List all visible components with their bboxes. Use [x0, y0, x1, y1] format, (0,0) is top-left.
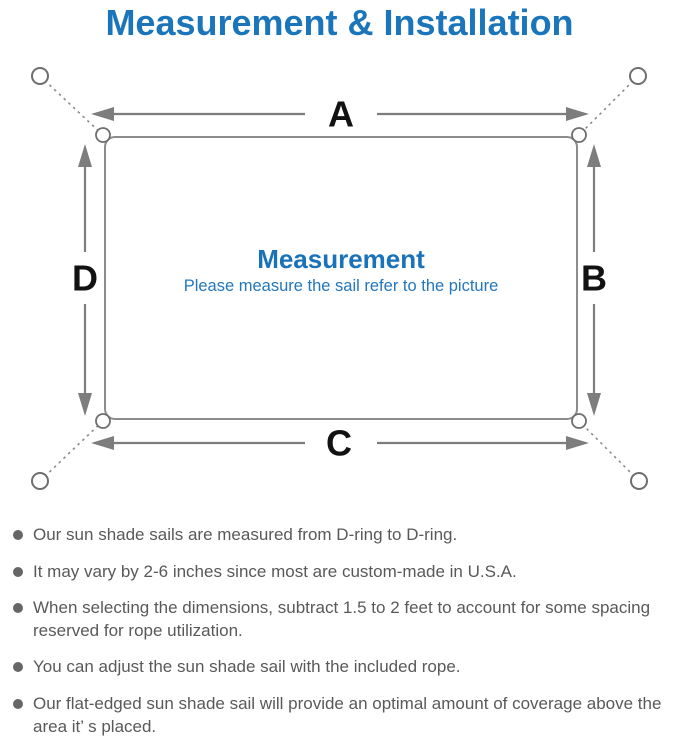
measurement-diagram-canvas: A C D B [31, 67, 648, 490]
arrowhead-left-icon [91, 107, 114, 121]
bullet-dot-icon [13, 662, 23, 673]
bullet-dot-icon [13, 699, 23, 710]
sail-center-title: Measurement [257, 244, 425, 274]
anchor-circle-top-left [31, 67, 49, 85]
note-text: It may vary by 2-6 inches since most are… [33, 561, 517, 581]
sail-center-subtitle: Please measure the sail refer to the pic… [184, 277, 499, 295]
anchor-circle-bottom-right [630, 472, 648, 490]
arrowhead-right-icon [566, 436, 589, 450]
rope-line-bottom-left [39, 418, 106, 482]
arrowhead-down-icon [78, 393, 92, 416]
sail-rectangle [104, 136, 578, 420]
d-ring-bottom-right [571, 413, 587, 429]
rope-dashed-lines [39, 75, 640, 482]
list-item: Our flat-edged sun shade sail will provi… [13, 693, 665, 738]
dimension-label-a: A [328, 94, 354, 135]
dimension-label-c: C [326, 423, 352, 464]
notes-list: Our sun shade sails are measured from D-… [0, 524, 679, 739]
corner-d-rings [95, 127, 587, 429]
list-item: When selecting the dimensions, subtract … [13, 597, 665, 642]
dimension-label-d: D [72, 258, 98, 299]
arrowhead-down-icon [587, 393, 601, 416]
bullet-dot-icon [13, 603, 23, 614]
d-ring-bottom-left [95, 413, 111, 429]
measurement-diagram: A C D B [0, 58, 679, 520]
list-item: Our sun shade sails are measured from D-… [13, 524, 665, 547]
note-text: Our sun shade sails are measured from D-… [33, 525, 458, 544]
arrowhead-left-icon [91, 436, 114, 450]
list-item: You can adjust the sun shade sail with t… [13, 656, 665, 679]
arrowhead-up-icon [587, 144, 601, 167]
d-ring-top-right [571, 127, 587, 143]
bullet-dot-icon [13, 530, 23, 540]
anchor-circles [31, 67, 648, 490]
page-title: Measurement & Installation [105, 2, 574, 43]
anchor-circle-bottom-left [31, 472, 49, 490]
note-text: You can adjust the sun shade sail with t… [33, 657, 461, 677]
dimension-label-b: B [581, 258, 607, 299]
rope-line-top-left [39, 75, 106, 138]
rope-line-bottom-right [576, 418, 640, 482]
note-text: Our flat-edged sun shade sail will provi… [33, 694, 662, 736]
d-ring-top-left [95, 127, 111, 143]
anchor-circle-top-right [629, 67, 647, 85]
rope-line-top-right [576, 75, 639, 138]
note-text: When selecting the dimensions, subtract … [33, 598, 651, 640]
arrowhead-up-icon [78, 144, 92, 167]
list-item: It may vary by 2-6 inches since most are… [13, 561, 665, 584]
bullet-dot-icon [13, 566, 23, 577]
arrowhead-right-icon [566, 107, 589, 121]
